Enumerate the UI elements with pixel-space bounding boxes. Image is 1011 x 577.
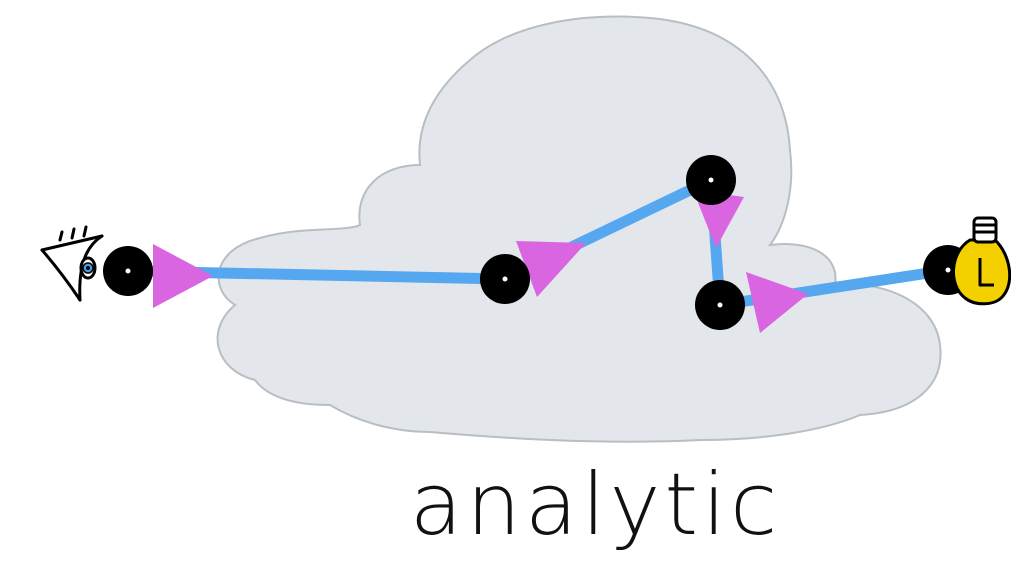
path-arrows: [153, 190, 808, 333]
node-3: [686, 155, 736, 205]
arrow-3: [693, 190, 744, 248]
node-1: [103, 246, 153, 296]
arrow-4: [746, 272, 808, 333]
eye-icon: [40, 225, 104, 302]
arrow-1: [153, 244, 213, 308]
lightbulb-icon: [952, 216, 1011, 306]
arrow-2: [516, 241, 586, 297]
node-4: [695, 280, 745, 330]
cloud-shape: [216, 15, 942, 443]
node-2: [480, 254, 530, 304]
diagram-caption: analytic: [409, 455, 782, 555]
